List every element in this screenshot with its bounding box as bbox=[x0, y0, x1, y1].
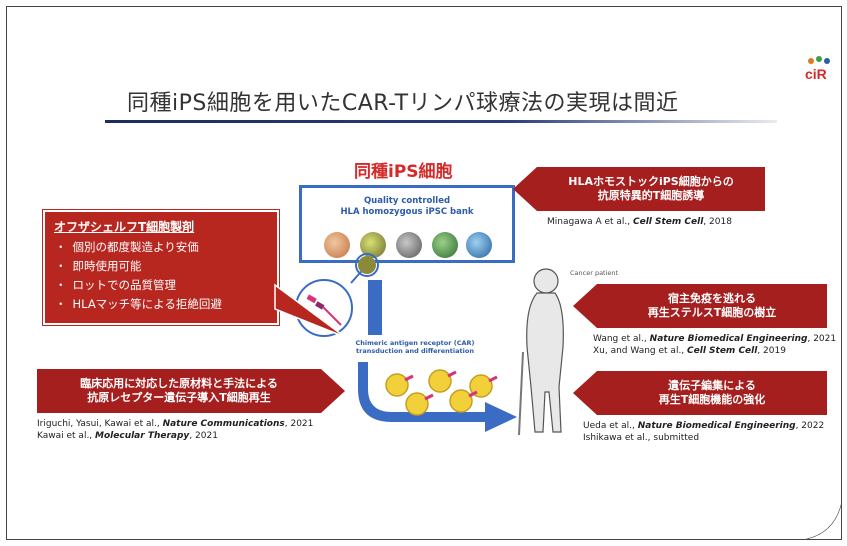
svg-text:ciR: ciR bbox=[805, 66, 827, 81]
banner-line: 再生T細胞機能の強化 bbox=[658, 393, 766, 406]
selected-cell-icon bbox=[358, 256, 376, 274]
citation-year: , 2021 bbox=[189, 431, 218, 441]
offshelf-title: オフザシェルフT細胞製剤 bbox=[54, 220, 195, 234]
citation-authors: Ueda et al., bbox=[583, 421, 638, 431]
cancer-patient-figure bbox=[518, 268, 564, 436]
citation-journal: Molecular Therapy bbox=[95, 431, 190, 441]
slide: ciR 同種iPS細胞を用いたCAR-Tリンパ球療法の実現は間近 同種iPS細胞… bbox=[6, 6, 842, 540]
citation-journal: Nature Biomedical Engineering bbox=[637, 421, 796, 431]
ips-heading: 同種iPS細胞 bbox=[354, 162, 453, 182]
citation-authors: Minagawa A et al., bbox=[547, 217, 633, 227]
citation-bottom-left: Iriguchi, Yasui, Kawai et al., Nature Co… bbox=[37, 418, 313, 442]
car-label-line2: transduction and differentiation bbox=[356, 347, 474, 355]
offshelf-list: 個別の都度製造より安価 即時使用可能 ロットでの品質管理 HLAマッチ等による拒… bbox=[55, 238, 222, 314]
citation-bottom-right: Ueda et al., Nature Biomedical Engineeri… bbox=[583, 420, 824, 444]
banner-shapes bbox=[37, 167, 827, 415]
list-item: HLAマッチ等による拒絶回避 bbox=[55, 295, 222, 314]
patient-label: Cancer patient bbox=[570, 269, 619, 277]
citation-authors: Ishikawa et al., submitted bbox=[583, 433, 700, 443]
banner-line: 抗原特異的T細胞誘導 bbox=[597, 189, 705, 202]
banner-line: 再生ステルスT細胞の樹立 bbox=[647, 306, 777, 319]
t-cells-group bbox=[385, 369, 498, 416]
list-item: ロットでの品質管理 bbox=[55, 276, 222, 295]
list-item: 即時使用可能 bbox=[55, 257, 222, 276]
banner-line: 臨床応用に対応した原材料と手法による bbox=[80, 377, 278, 390]
title-underline bbox=[105, 120, 777, 123]
citation-journal: Cell Stem Cell bbox=[633, 217, 704, 227]
citation-year: , 2021 bbox=[284, 419, 314, 429]
selected-cell-ring bbox=[355, 253, 379, 277]
slide-corner-curve bbox=[805, 503, 841, 539]
page-title: 同種iPS細胞を用いたCAR-Tリンパ球療法の実現は間近 bbox=[127, 91, 679, 116]
banner-bottom-left-shape bbox=[37, 369, 345, 413]
citation-top-right: Minagawa A et al., Cell Stem Cell, 2018 bbox=[547, 217, 732, 227]
banner-bottom-left: 臨床応用に対応した原材料と手法による 抗原レセプター遺伝子導入T細胞再生 bbox=[37, 371, 321, 411]
banner-line: HLAホモストックiPS細胞からの bbox=[568, 175, 734, 188]
citation-authors: Iriguchi, Yasui, Kawai et al., bbox=[37, 419, 163, 429]
cira-logo-icon: ciR bbox=[805, 56, 830, 81]
banner-bottom-right: 遺伝子編集による 再生T細胞機能の強化 bbox=[597, 373, 827, 413]
citation-journal: Cell Stem Cell bbox=[687, 346, 758, 356]
citation-journal: Nature Communications bbox=[162, 419, 285, 429]
citation-authors: Kawai et al., bbox=[37, 431, 96, 441]
citation-year: , 2021 bbox=[807, 334, 837, 344]
ipsc-cell-icon bbox=[432, 232, 458, 258]
car-label-line1: Chimeric antigen receptor (CAR) bbox=[355, 339, 475, 347]
citation-year: , 2022 bbox=[795, 421, 825, 431]
ipsc-bank-box: Quality controlled HLA homozygous iPSC b… bbox=[299, 185, 515, 263]
ipsc-cell-icon bbox=[396, 232, 422, 258]
banner-line: 遺伝子編集による bbox=[668, 379, 756, 392]
banner-line: 抗原レセプター遺伝子導入T細胞再生 bbox=[87, 391, 271, 404]
list-item: 個別の都度製造より安価 bbox=[55, 238, 222, 257]
bank-line2: HLA homozygous iPSC bank bbox=[340, 207, 474, 217]
banner-mid-right: 宿主免疫を逃れる 再生ステルスT細胞の樹立 bbox=[597, 286, 827, 326]
bank-line1: Quality controlled bbox=[363, 196, 451, 206]
citation-journal: Nature Biomedical Engineering bbox=[649, 334, 808, 344]
offshelf-box: オフザシェルフT細胞製剤 個別の都度製造より安価 即時使用可能 ロットでの品質管… bbox=[43, 210, 279, 325]
citation-authors: Xu, and Wang et al., bbox=[593, 346, 688, 356]
flow-arrow-shaft bbox=[368, 280, 382, 335]
banner-top-right-shape bbox=[513, 167, 765, 211]
citation-mid-right: Wang et al., Nature Biomedical Engineeri… bbox=[593, 333, 836, 357]
banner-mid-right-shape bbox=[573, 284, 827, 328]
ipsc-cell-icon bbox=[324, 232, 350, 258]
banner-top-right: HLAホモストックiPS細胞からの 抗原特異的T細胞誘導 bbox=[537, 169, 765, 209]
banner-line: 宿主免疫を逃れる bbox=[668, 292, 756, 305]
car-label: Chimeric antigen receptor (CAR) transduc… bbox=[340, 339, 490, 355]
citation-year: , 2019 bbox=[757, 346, 786, 356]
ipsc-cell-icon bbox=[466, 232, 492, 258]
banner-bottom-right-shape bbox=[573, 371, 827, 415]
citation-authors: Wang et al., bbox=[593, 334, 650, 344]
differentiation-arrow bbox=[358, 362, 517, 432]
citation-year: , 2018 bbox=[703, 217, 732, 227]
